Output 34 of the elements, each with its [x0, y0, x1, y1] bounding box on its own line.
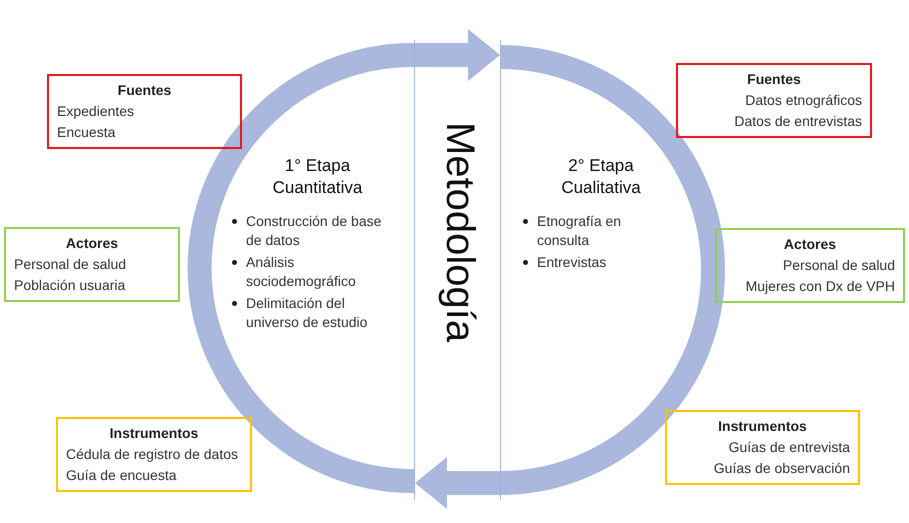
box-heading: Instrumentos: [717, 417, 808, 436]
category-box: [47, 74, 242, 149]
box-heading: Fuentes: [746, 70, 802, 89]
list-item: Expedientes: [57, 102, 136, 121]
category-box: [665, 410, 860, 485]
curved-arrow: [188, 29, 500, 493]
list-item: Personal de salud: [14, 255, 128, 274]
vertical-title: Metodología: [437, 122, 482, 342]
bullet-item: Entrevistas: [537, 253, 606, 272]
bullet-item: Construcción de base de datos: [246, 212, 382, 250]
box-heading: Fuentes: [116, 81, 172, 100]
list-item: Población usuaria: [14, 276, 126, 295]
stage-title: 2° Etapa Cualitativa: [560, 155, 642, 199]
list-item: Guías de observación: [712, 459, 850, 478]
list-item: Encuesta: [57, 123, 116, 142]
stage-title: 1° Etapa Cuantitativa: [272, 155, 364, 199]
list-item: Datos de entrevistas: [733, 112, 862, 131]
bullet-item: Etnografía en consulta: [537, 212, 622, 250]
list-item: Datos etnográficos: [744, 91, 862, 110]
list-item: Guías de entrevista: [728, 438, 850, 457]
list-item: Personal de salud: [782, 256, 895, 275]
category-box: [715, 228, 905, 303]
category-box: [676, 63, 872, 138]
curved-arrow: [415, 45, 725, 509]
box-heading: Instrumentos: [108, 424, 200, 443]
bullet-item: Análisis sociodemográfico: [246, 253, 357, 291]
list-item: Guía de encuesta: [66, 466, 178, 485]
box-heading: Actores: [64, 234, 120, 253]
category-box: [56, 417, 252, 492]
list-item: Cédula de registro de datos: [66, 445, 239, 464]
box-heading: Actores: [782, 235, 838, 254]
list-item: Mujeres con Dx de VPH: [744, 277, 895, 296]
category-box: [4, 227, 180, 302]
bullet-item: Delimitación del universo de estudio: [246, 294, 368, 332]
